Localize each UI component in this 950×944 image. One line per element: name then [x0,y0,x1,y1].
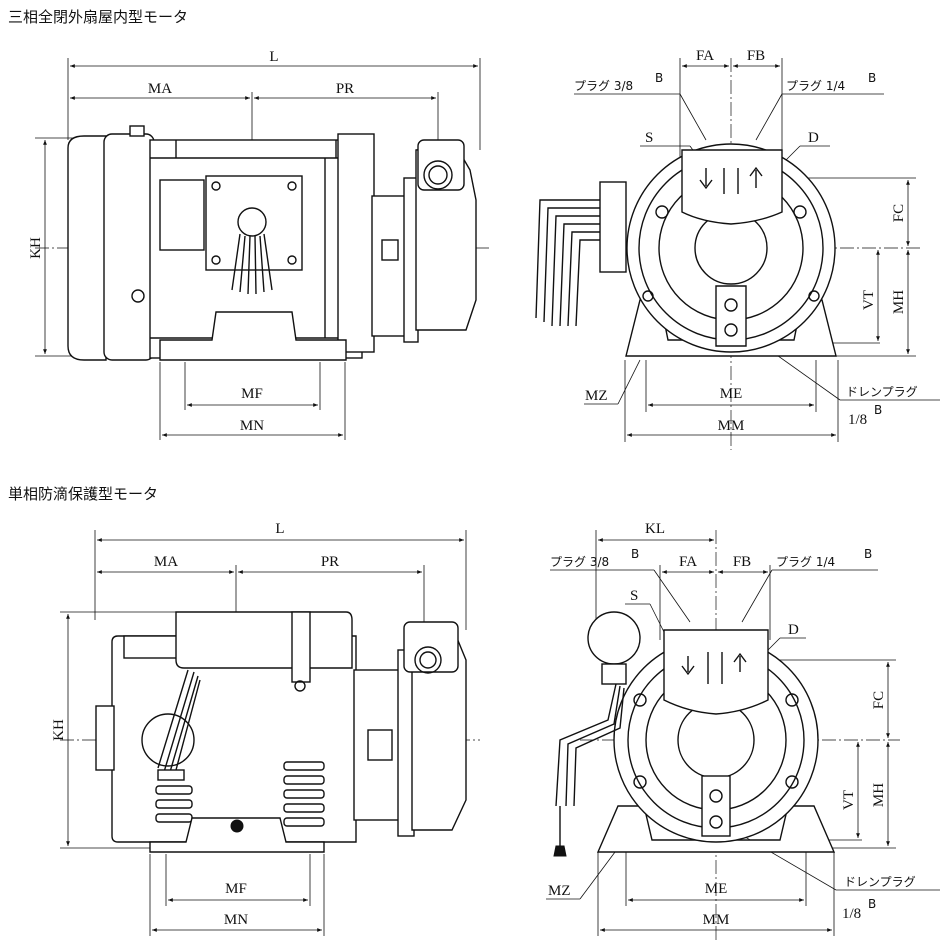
note-drain-size: 1/8 [848,412,867,428]
dim-MZ: MZ [585,388,608,404]
note-plug-3-8: プラグ 3/8 [574,79,633,93]
dim-MM-2: MM [703,912,730,928]
dim-ME: ME [720,386,743,402]
dim-FC: FC [891,204,907,222]
note-drain-sup-2: B [868,897,876,911]
dim-MH-2: MH [871,783,887,807]
dim-MF-2: MF [225,881,247,897]
dim-FA-2: FA [679,554,697,570]
note-plug-3-8-sup: B [655,71,663,85]
note-drain-sup: B [874,403,882,417]
single-phase-end-view: KL FA FB プラグ 3/8 B プラグ 1/4 B S D FC MH V… [546,521,940,940]
dim-KL: KL [645,521,665,537]
note-plug-1-4-2: プラグ 1/4 [776,555,835,569]
label-D-2: D [788,622,799,638]
note-drain-plug: ドレンプラグ [846,385,918,399]
three-phase-side-view: L MA PR KH MF MN [28,49,490,440]
label-S: S [645,130,653,146]
three-phase-end-view: FA FB プラグ 3/8 B プラグ 1/4 B S D FC MH VT M… [535,48,940,450]
label-S-2: S [630,588,638,604]
note-plug-1-4-sup-2: B [864,547,872,561]
dim-KH-2: KH [51,719,67,741]
dim-ME-2: ME [705,881,728,897]
dim-MZ-2: MZ [548,883,571,899]
dim-FB: FB [747,48,765,64]
dim-PR: PR [336,81,354,97]
dim-MH: MH [891,290,907,314]
note-plug-3-8-sup-2: B [631,547,639,561]
dim-MA: MA [148,81,172,97]
note-drain-plug-2: ドレンプラグ [844,875,916,889]
dim-VT-2: VT [841,790,857,810]
note-plug-3-8-2: プラグ 3/8 [550,555,609,569]
dim-L: L [269,49,278,65]
dim-FC-2: FC [871,691,887,709]
dim-MN-2: MN [224,912,248,928]
note-plug-1-4-sup: B [868,71,876,85]
dim-MA-2: MA [154,554,178,570]
dim-MF: MF [241,386,263,402]
dim-MN: MN [240,418,264,434]
dim-MM: MM [718,418,745,434]
title-single-phase: 単相防滴保護型モータ [8,485,158,503]
title-three-phase: 三相全閉外扇屋内型モータ [8,8,188,26]
dim-FA: FA [696,48,714,64]
dim-L-2: L [275,521,284,537]
dim-VT: VT [861,290,877,310]
label-D: D [808,130,819,146]
note-plug-1-4: プラグ 1/4 [786,79,845,93]
note-drain-size-2: 1/8 [842,906,861,922]
dim-FB-2: FB [733,554,751,570]
single-phase-side-view: L MA PR KH MF MN [51,521,480,936]
dim-PR-2: PR [321,554,339,570]
